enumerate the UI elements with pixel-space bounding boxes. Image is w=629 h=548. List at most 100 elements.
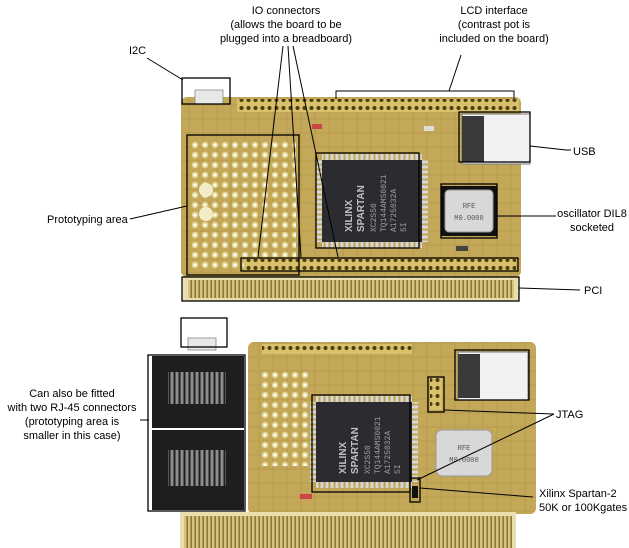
top-usb-body — [462, 116, 484, 162]
chip-lot-code: TQ144AMS0021 — [380, 174, 389, 232]
pci-label: PCI — [584, 285, 602, 297]
top-chip-marking: XILINX SPARTAN XC2S50 TQ144AMS0021 A1725… — [344, 174, 409, 232]
lcd-bracket — [335, 90, 515, 99]
bottom-fpga-chip — [316, 402, 412, 482]
fpga-box-bottom — [311, 394, 411, 493]
bottom-chip-pins — [316, 396, 412, 402]
mounting-hole — [199, 207, 213, 221]
bottom-board: XILINX SPARTAN XC2S50 TQ144AMS0021 A1725… — [152, 337, 536, 548]
usb-label: USB — [573, 146, 596, 158]
bottom-chip-pins — [310, 402, 316, 482]
bottom-chip-pins — [412, 402, 418, 482]
mounting-hole — [199, 183, 213, 197]
chip-grade: 5I — [394, 464, 403, 474]
io-leader — [287, 45, 302, 258]
smd-component — [424, 126, 434, 131]
chip-date-code: A1725032A — [390, 189, 399, 232]
lcd-interface-label: (contrast pot is — [458, 19, 531, 31]
pci-box — [181, 276, 520, 302]
top-chip-pins — [422, 160, 428, 242]
bottom-i2c-connector — [187, 337, 217, 351]
prototyping-box — [186, 134, 300, 276]
xilinx-spartan-label: 50K or 100Kgates — [539, 502, 628, 514]
top-oscillator-can — [444, 189, 494, 233]
oscillator-frequency: M0.0000 — [449, 457, 478, 465]
top-lcd-header — [237, 99, 519, 112]
rj45-contacts — [168, 450, 226, 486]
bottom-prototyping-holes — [258, 370, 310, 466]
fpga-box-top — [315, 152, 420, 249]
prototyping-leader — [129, 205, 188, 220]
oscillator-code: RFE — [458, 445, 471, 453]
i2c-box-top — [181, 77, 231, 105]
lcd-interface-label: LCD interface — [460, 5, 527, 17]
jtag-box — [427, 376, 445, 413]
pci-leader — [518, 287, 581, 291]
top-i2c-connector — [194, 89, 224, 105]
rj45-label: smaller in this case) — [23, 430, 120, 442]
jtag-header — [430, 378, 442, 410]
i2c-box-bottom — [180, 317, 228, 348]
bottom-header-strip — [262, 344, 412, 354]
bottom-pci-gold-fingers — [184, 516, 512, 548]
rj45-box — [147, 354, 246, 512]
chip-brand: XILINX — [344, 199, 355, 232]
io-leader — [257, 45, 284, 258]
lcd-leader — [448, 54, 462, 92]
callout-boxes — [147, 77, 531, 512]
spartan-small-box — [409, 477, 421, 503]
rj45-contacts — [168, 372, 226, 404]
oscillator-box — [440, 183, 498, 239]
xilinx-spartan-label: Xilinx Spartan-2 — [539, 488, 617, 500]
smd-component — [456, 246, 468, 251]
io-connectors-label: (allows the board to be — [230, 19, 341, 31]
jtag-leader — [443, 409, 555, 415]
smd-component — [412, 486, 418, 498]
chip-part-number: XC2S50 — [364, 445, 373, 474]
oscillator-code: RFE — [463, 203, 476, 211]
bottom-chip-marking: XILINX SPARTAN XC2S50 TQ144AMS0021 A1725… — [338, 416, 403, 474]
bottom-usb-body — [458, 354, 480, 398]
chip-date-code: A1725032A — [384, 431, 393, 474]
top-chip-pins — [316, 160, 322, 242]
rj45-label: (prototyping area is — [25, 416, 120, 428]
usb-box-top — [458, 111, 531, 163]
labels: IO connectors (allows the board to be pl… — [7, 5, 628, 514]
io-connector-box — [240, 257, 519, 272]
chip-family: SPARTAN — [356, 185, 367, 232]
xilinx-leader — [419, 487, 534, 498]
oscillator-label: oscillator DIL8 — [557, 208, 627, 220]
top-fpga-chip — [322, 160, 422, 242]
i2c-label: I2C — [129, 45, 146, 57]
oscillator-label: socketed — [570, 222, 614, 234]
top-chip-pins — [322, 154, 422, 160]
top-board: XILINX SPARTAN XC2S50 TQ144AMS0021 A1725… — [181, 89, 531, 301]
top-io-header — [244, 259, 516, 270]
chip-lot-code: TQ144AMS0021 — [374, 416, 383, 474]
top-prototyping-holes — [190, 140, 296, 270]
top-pci-gold-fingers — [188, 280, 514, 298]
lcd-interface-label: included on the board) — [439, 33, 548, 45]
smd-component — [300, 494, 312, 499]
usb-box-bottom — [454, 349, 530, 401]
bottom-chip-pins — [316, 482, 412, 488]
chip-brand: XILINX — [338, 441, 349, 474]
i2c-leader — [146, 57, 184, 81]
chip-part-number: XC2S50 — [370, 203, 379, 232]
io-connectors-label: plugged into a breadboard) — [220, 33, 352, 45]
jtag-leader — [416, 413, 555, 481]
bottom-oscillator-can — [435, 429, 493, 477]
top-chip-pins — [322, 242, 422, 248]
oscillator-frequency: M0.0000 — [454, 215, 483, 223]
smd-component — [312, 124, 322, 129]
chip-family: SPARTAN — [350, 427, 361, 474]
io-connectors-label: IO connectors — [252, 5, 321, 17]
usb-leader — [529, 145, 571, 151]
prototyping-area-label: Prototyping area — [47, 214, 129, 226]
io-leader — [292, 45, 339, 258]
rj45-label: with two RJ-45 connectors — [7, 402, 137, 414]
callout-lines — [129, 45, 581, 498]
rj45-label: Can also be fitted — [29, 388, 115, 400]
chip-grade: 5I — [400, 222, 409, 232]
